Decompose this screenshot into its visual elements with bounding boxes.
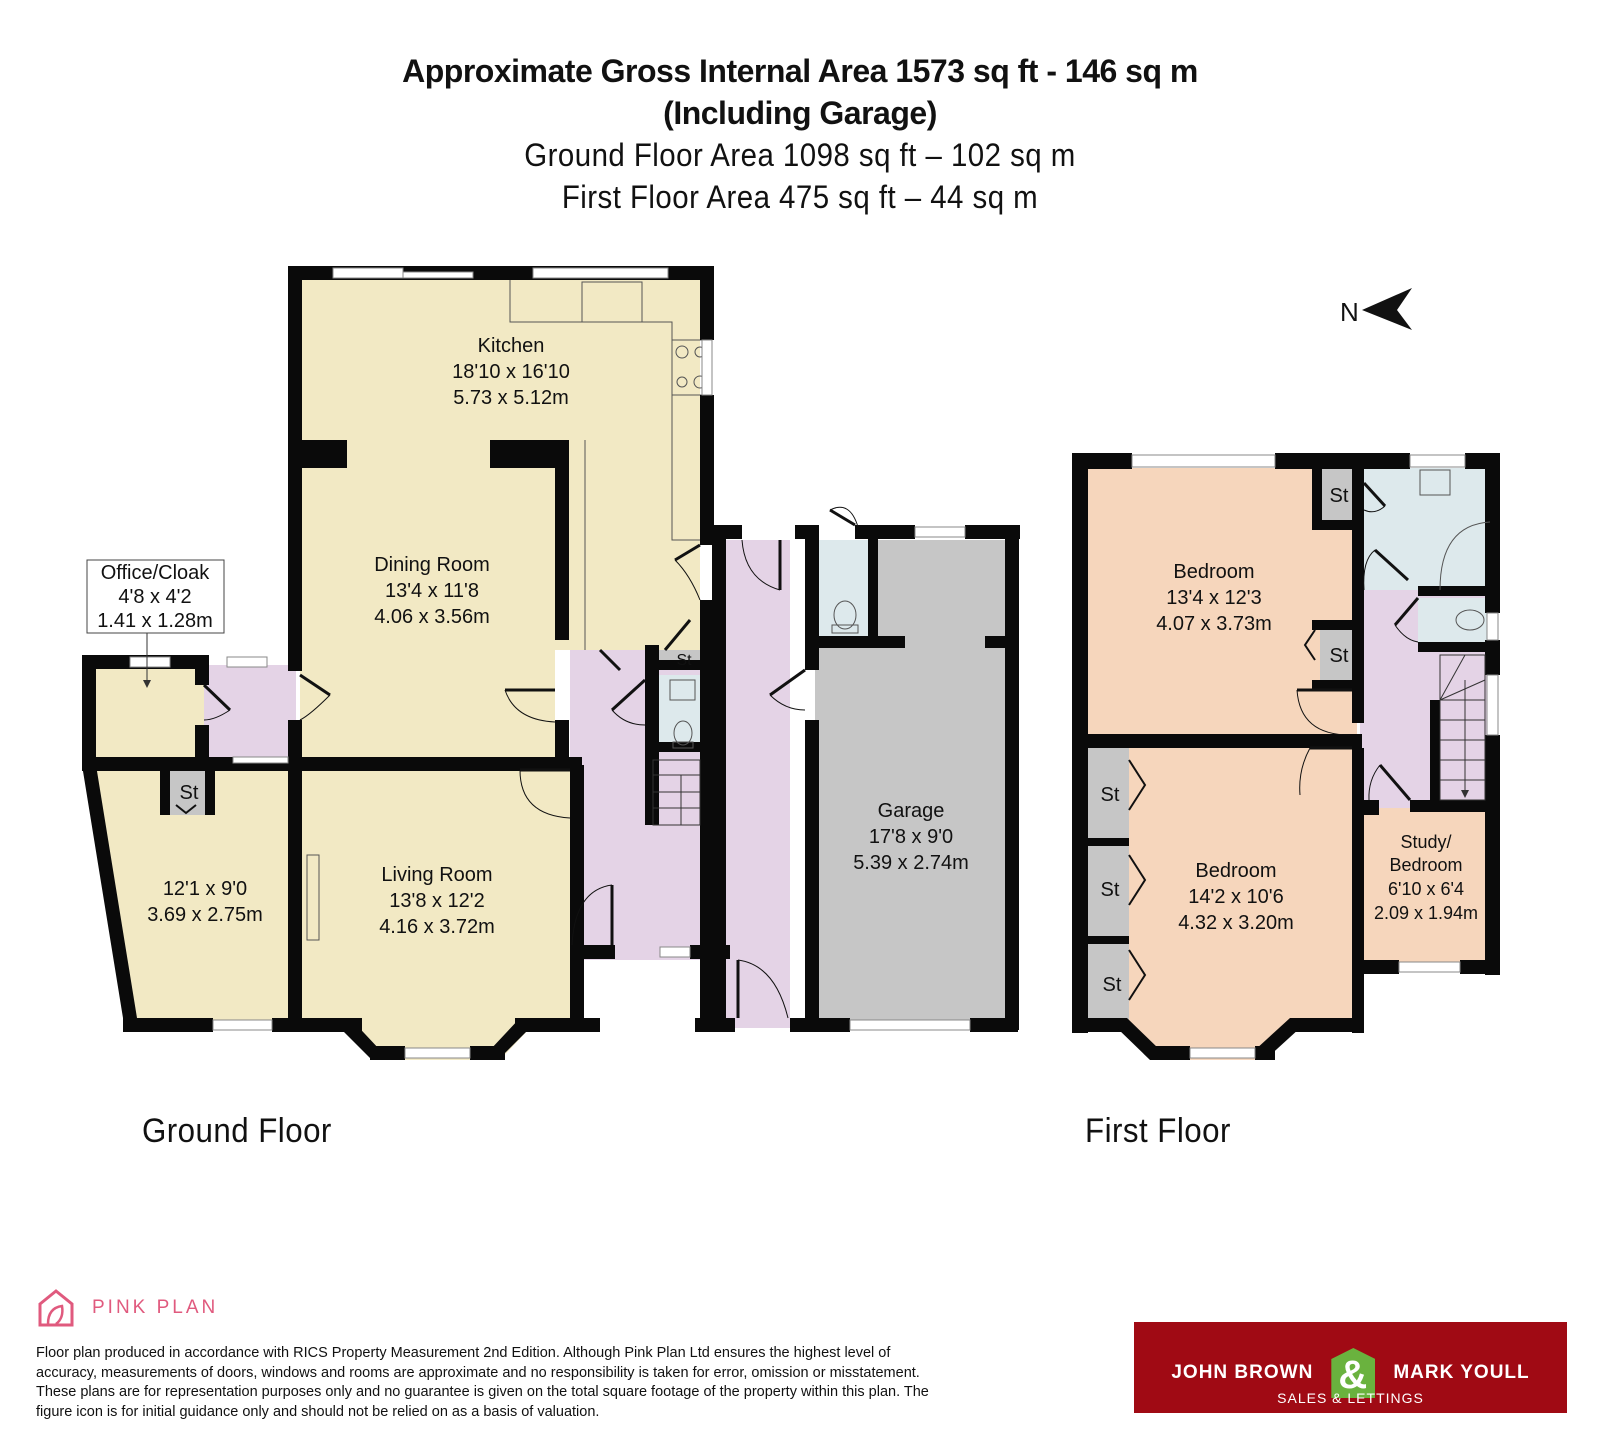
office-callout-box (86, 559, 225, 634)
first-floor-area: First Floor Area 475 sq ft – 44 sq m (561, 179, 1039, 215)
storage-label: St (180, 782, 199, 804)
side-room-imperial: 12'1 x 9'0 (163, 878, 247, 900)
ground-floor-doors (175, 506, 859, 1019)
storage-label: St (1330, 645, 1349, 667)
ampersand-house-icon: & (1331, 1348, 1376, 1398)
pink-plan-logo: PINK PLAN (36, 1288, 218, 1328)
ground-floor-windows (129, 267, 971, 1059)
ground-floor-plan: Kitchen 18'10 x 16'10 5.73 x 5.12m Dinin… (82, 266, 1020, 1060)
living-room-fill (300, 770, 570, 1060)
stairs-down-arrow (1461, 790, 1469, 798)
storage-label: St (1103, 974, 1122, 996)
bedroom1-metric: 4.07 x 3.73m (1156, 613, 1272, 635)
first-floor-walls (1072, 453, 1500, 1060)
side-room-fill (94, 770, 296, 1028)
pink-plan-brand: PINK PLAN (92, 1297, 219, 1318)
storage-label: St (1101, 879, 1120, 901)
study-metric: 2.09 x 1.94m (1374, 903, 1478, 923)
bedroom1-imperial: 13'4 x 12'3 (1166, 587, 1262, 609)
study-label-2: Bedroom (1389, 855, 1462, 875)
study-imperial: 6'10 x 6'4 (1388, 879, 1464, 899)
first-floor-plan: Bedroom 13'4 x 12'3 4.07 x 3.73m Bedroom… (1072, 453, 1500, 1060)
office-fill (94, 665, 204, 757)
dining-imperial: 13'4 x 11'8 (385, 580, 479, 602)
office-label: Office/Cloak (101, 562, 211, 584)
house-logo-icon (38, 1289, 74, 1327)
area-summary: Approximate Gross Internal Area 1573 sq … (0, 50, 1600, 218)
office-pointer-arrow (143, 680, 151, 688)
cloak-hall-fill (204, 665, 296, 757)
bathroom-fill (1360, 468, 1490, 590)
side-passage-fill (725, 540, 790, 1028)
wc-first-fill (1418, 598, 1490, 646)
dining-label: Dining Room (374, 554, 490, 576)
living-imperial: 13'8 x 12'2 (389, 890, 485, 912)
storage-label: St (1101, 784, 1120, 806)
ground-floor-walls (82, 266, 1020, 1060)
office-metric: 1.41 x 1.28m (97, 610, 213, 632)
ground-floor-label: Ground Floor (142, 1112, 332, 1150)
kitchen-label: Kitchen (478, 335, 545, 357)
garage-label: Garage (878, 800, 945, 822)
disclaimer-text: Floor plan produced in accordance with R… (36, 1345, 929, 1420)
kitchen-imperial: 18'10 x 16'10 (452, 361, 570, 383)
ground-floor-stairs (652, 759, 701, 826)
agent-logo: JOHN BROWN & MARK YOULL SALES & LETTINGS (1134, 1322, 1567, 1413)
first-floor-windows (1131, 454, 1499, 1059)
garage-metric: 5.39 x 2.74m (853, 852, 969, 874)
first-floor-sanitary (1419, 469, 1491, 631)
north-label: N (1340, 297, 1359, 327)
agent-name-right: MARK YOULL (1393, 1362, 1530, 1383)
dining-metric: 4.06 x 3.56m (374, 606, 490, 628)
storage-label: St (676, 652, 692, 669)
bedroom1-label: Bedroom (1173, 561, 1254, 583)
office-imperial: 4'8 x 4'2 (118, 586, 191, 608)
living-label: Living Room (381, 864, 492, 886)
kitchen-worktop (306, 278, 713, 941)
bedroom2-metric: 4.32 x 3.20m (1178, 912, 1294, 934)
garage-imperial: 17'8 x 9'0 (869, 826, 953, 848)
study-label: Study/ (1400, 832, 1451, 852)
side-room-metric: 3.69 x 2.75m (147, 904, 263, 926)
gross-area-title: Approximate Gross Internal Area 1573 sq … (402, 53, 1198, 89)
first-floor-label: First Floor (1085, 1112, 1231, 1150)
kitchen-metric: 5.73 x 5.12m (453, 387, 569, 409)
floor-plan-drawing: Kitchen 18'10 x 16'10 5.73 x 5.12m Dinin… (82, 266, 1500, 1060)
first-floor-stairs (1439, 654, 1486, 801)
sanitary-fittings (669, 600, 859, 749)
agent-tagline: SALES & LETTINGS (1277, 1390, 1424, 1406)
study-fill (1360, 808, 1490, 963)
first-floor-doors (1128, 481, 1420, 1001)
agent-name-left: JOHN BROWN (1171, 1362, 1314, 1383)
north-arrow-icon: N (1340, 288, 1412, 330)
bedroom2-label: Bedroom (1195, 860, 1276, 882)
storage-label: St (1330, 485, 1349, 507)
bedroom2-fill (1087, 745, 1360, 1060)
gross-area-subtitle: (Including Garage) (663, 95, 937, 131)
bedroom2-imperial: 14'2 x 10'6 (1188, 886, 1284, 908)
living-metric: 4.16 x 3.72m (379, 916, 495, 938)
ground-floor-area: Ground Floor Area 1098 sq ft – 102 sq m (524, 137, 1076, 173)
